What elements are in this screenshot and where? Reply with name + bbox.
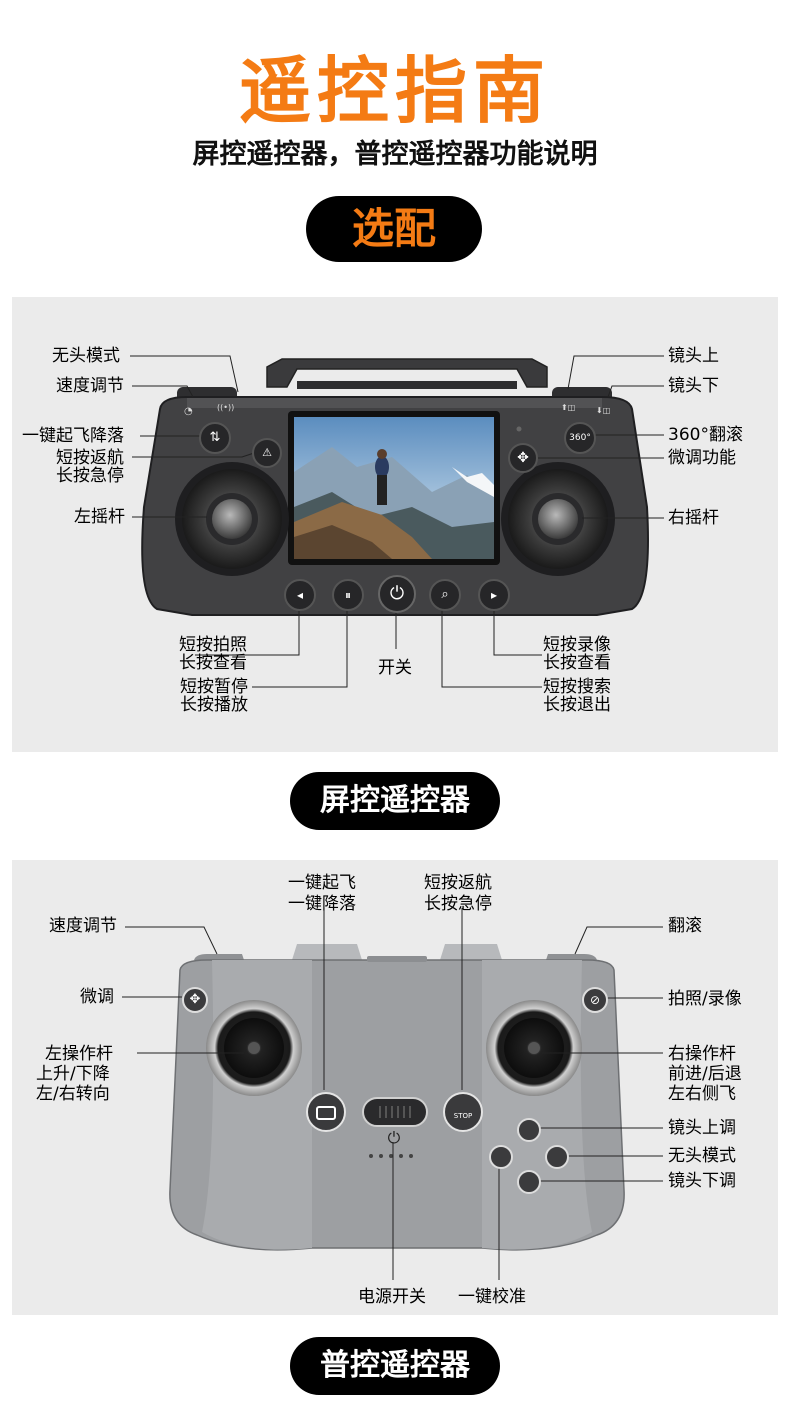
takeoff-land-icon: ⇅ [209, 430, 221, 445]
label-power: 电源开关 [358, 1287, 426, 1307]
camera-icon: ◂ [296, 588, 304, 602]
label-trim: 微调 [80, 987, 114, 1007]
svg-text:⬆◫: ⬆◫ [561, 403, 575, 412]
label-search-1: 短按搜索 [543, 677, 611, 697]
label-photo-2: 长按查看 [179, 653, 247, 673]
stop-icon: STOP [453, 1112, 473, 1120]
label-return-2: 长按急停 [424, 894, 492, 914]
takeoff-land-button[interactable]: ⇅ [199, 422, 231, 454]
label-camera-up: 镜头上 [668, 346, 719, 366]
headless-mode-button[interactable] [545, 1145, 569, 1169]
label-headless-mode: 无头模式 [52, 346, 120, 366]
label-left-stick-1: 左操作杆 [45, 1044, 113, 1064]
label-takeoff-1: 一键起飞 [288, 873, 356, 893]
label-pause-2: 长按播放 [180, 695, 248, 715]
page-subtitle: 屏控遥控器，普控遥控器功能说明 [192, 139, 598, 170]
return-stop-button[interactable]: STOP [443, 1092, 483, 1132]
screen-controller-illustration: ◔ ((•)) ⬆◫ ⬇◫ [130, 355, 664, 688]
drone-icon [316, 1105, 336, 1120]
label-power: 开关 [378, 658, 412, 678]
standard-controller-panel: ✥ ⊘ STOP ⏻ 一键起飞 一键降落 短按返航 长按急停 速度调节 翻滚 微… [12, 860, 778, 1315]
move-arrows-icon: ✥ [189, 992, 201, 1007]
label-speed-adjust: 速度调节 [56, 376, 124, 396]
label-camera-down: 镜头下调 [668, 1171, 736, 1191]
power-icon-label: ⏻ [387, 1128, 401, 1147]
camera-down-button[interactable] [517, 1170, 541, 1194]
label-right-stick-2: 前进/后退 [668, 1064, 742, 1084]
pause-icon: ⏸ [344, 588, 351, 602]
pause-button[interactable]: ⏸ [332, 579, 364, 611]
video-button[interactable]: ▸ [478, 579, 510, 611]
label-right-stick-1: 右操作杆 [668, 1044, 736, 1064]
label-left-stick-2: 上升/下降 [36, 1064, 110, 1084]
label-flip: 翻滚 [668, 916, 702, 936]
takeoff-land-button[interactable] [306, 1092, 346, 1132]
label-calibrate: 一键校准 [458, 1287, 526, 1307]
label-right-stick-3: 左右侧飞 [668, 1084, 736, 1104]
label-trim: 微调功能 [668, 448, 736, 468]
video-icon: ▸ [490, 588, 498, 602]
search-button[interactable]: ⌕ [429, 579, 461, 611]
screen-controller-title: 屏控遥控器 [290, 772, 500, 830]
label-video-2: 长按查看 [543, 653, 611, 673]
standard-controller-title: 普控遥控器 [290, 1337, 500, 1395]
trim-button[interactable]: ✥ [508, 443, 538, 473]
label-speed-adjust: 速度调节 [49, 916, 117, 936]
label-photo-1: 短按拍照 [179, 635, 247, 655]
flip-360-icon: 360° [569, 433, 591, 443]
warning-icon: ⚠ [262, 446, 272, 459]
label-return-stop-1: 短按返航 [56, 448, 124, 468]
camera-icon: ⊘ [589, 993, 601, 1007]
standard-controller-illustration [122, 908, 663, 1280]
label-takeoff-land: 一键起飞降落 [22, 426, 124, 446]
label-camera-up: 镜头上调 [668, 1118, 736, 1138]
label-search-2: 长按退出 [543, 695, 611, 715]
page-title: 遥控指南 [238, 49, 551, 133]
power-icon: ⏻ [389, 583, 405, 604]
photo-video-button[interactable]: ⊘ [582, 987, 608, 1013]
svg-text:◔: ◔ [184, 406, 193, 417]
return-stop-button[interactable]: ⚠ [252, 438, 282, 468]
label-takeoff-2: 一键降落 [288, 894, 356, 914]
screen-controller-panel: ◔ ((•)) ⬆◫ ⬇◫ [12, 297, 778, 752]
svg-text:((•)): ((•)) [217, 403, 234, 412]
svg-text:⬇◫: ⬇◫ [596, 406, 610, 415]
power-button[interactable]: ⏻ [378, 575, 416, 613]
label-flip-360: 360°翻滚 [668, 425, 743, 445]
label-video-1: 短按录像 [543, 635, 611, 655]
trim-button[interactable]: ✥ [182, 987, 208, 1013]
label-pause-1: 短按暂停 [180, 677, 248, 697]
camera-up-button[interactable] [517, 1118, 541, 1142]
optional-badge: 选配 [306, 196, 482, 262]
photo-button[interactable]: ◂ [284, 579, 316, 611]
label-right-stick: 右摇杆 [668, 508, 719, 528]
label-left-stick-3: 左/右转向 [36, 1084, 110, 1104]
search-icon: ⌕ [441, 587, 449, 602]
label-left-stick: 左摇杆 [74, 507, 125, 527]
move-arrows-icon: ✥ [517, 450, 529, 466]
label-camera-down: 镜头下 [668, 376, 719, 396]
label-return-1: 短按返航 [424, 873, 492, 893]
label-return-stop-2: 长按急停 [56, 466, 124, 486]
flip-360-button[interactable]: 360° [564, 422, 596, 454]
label-photo-video: 拍照/录像 [668, 989, 742, 1009]
calibrate-button[interactable] [489, 1145, 513, 1169]
label-headless-mode: 无头模式 [668, 1146, 736, 1166]
